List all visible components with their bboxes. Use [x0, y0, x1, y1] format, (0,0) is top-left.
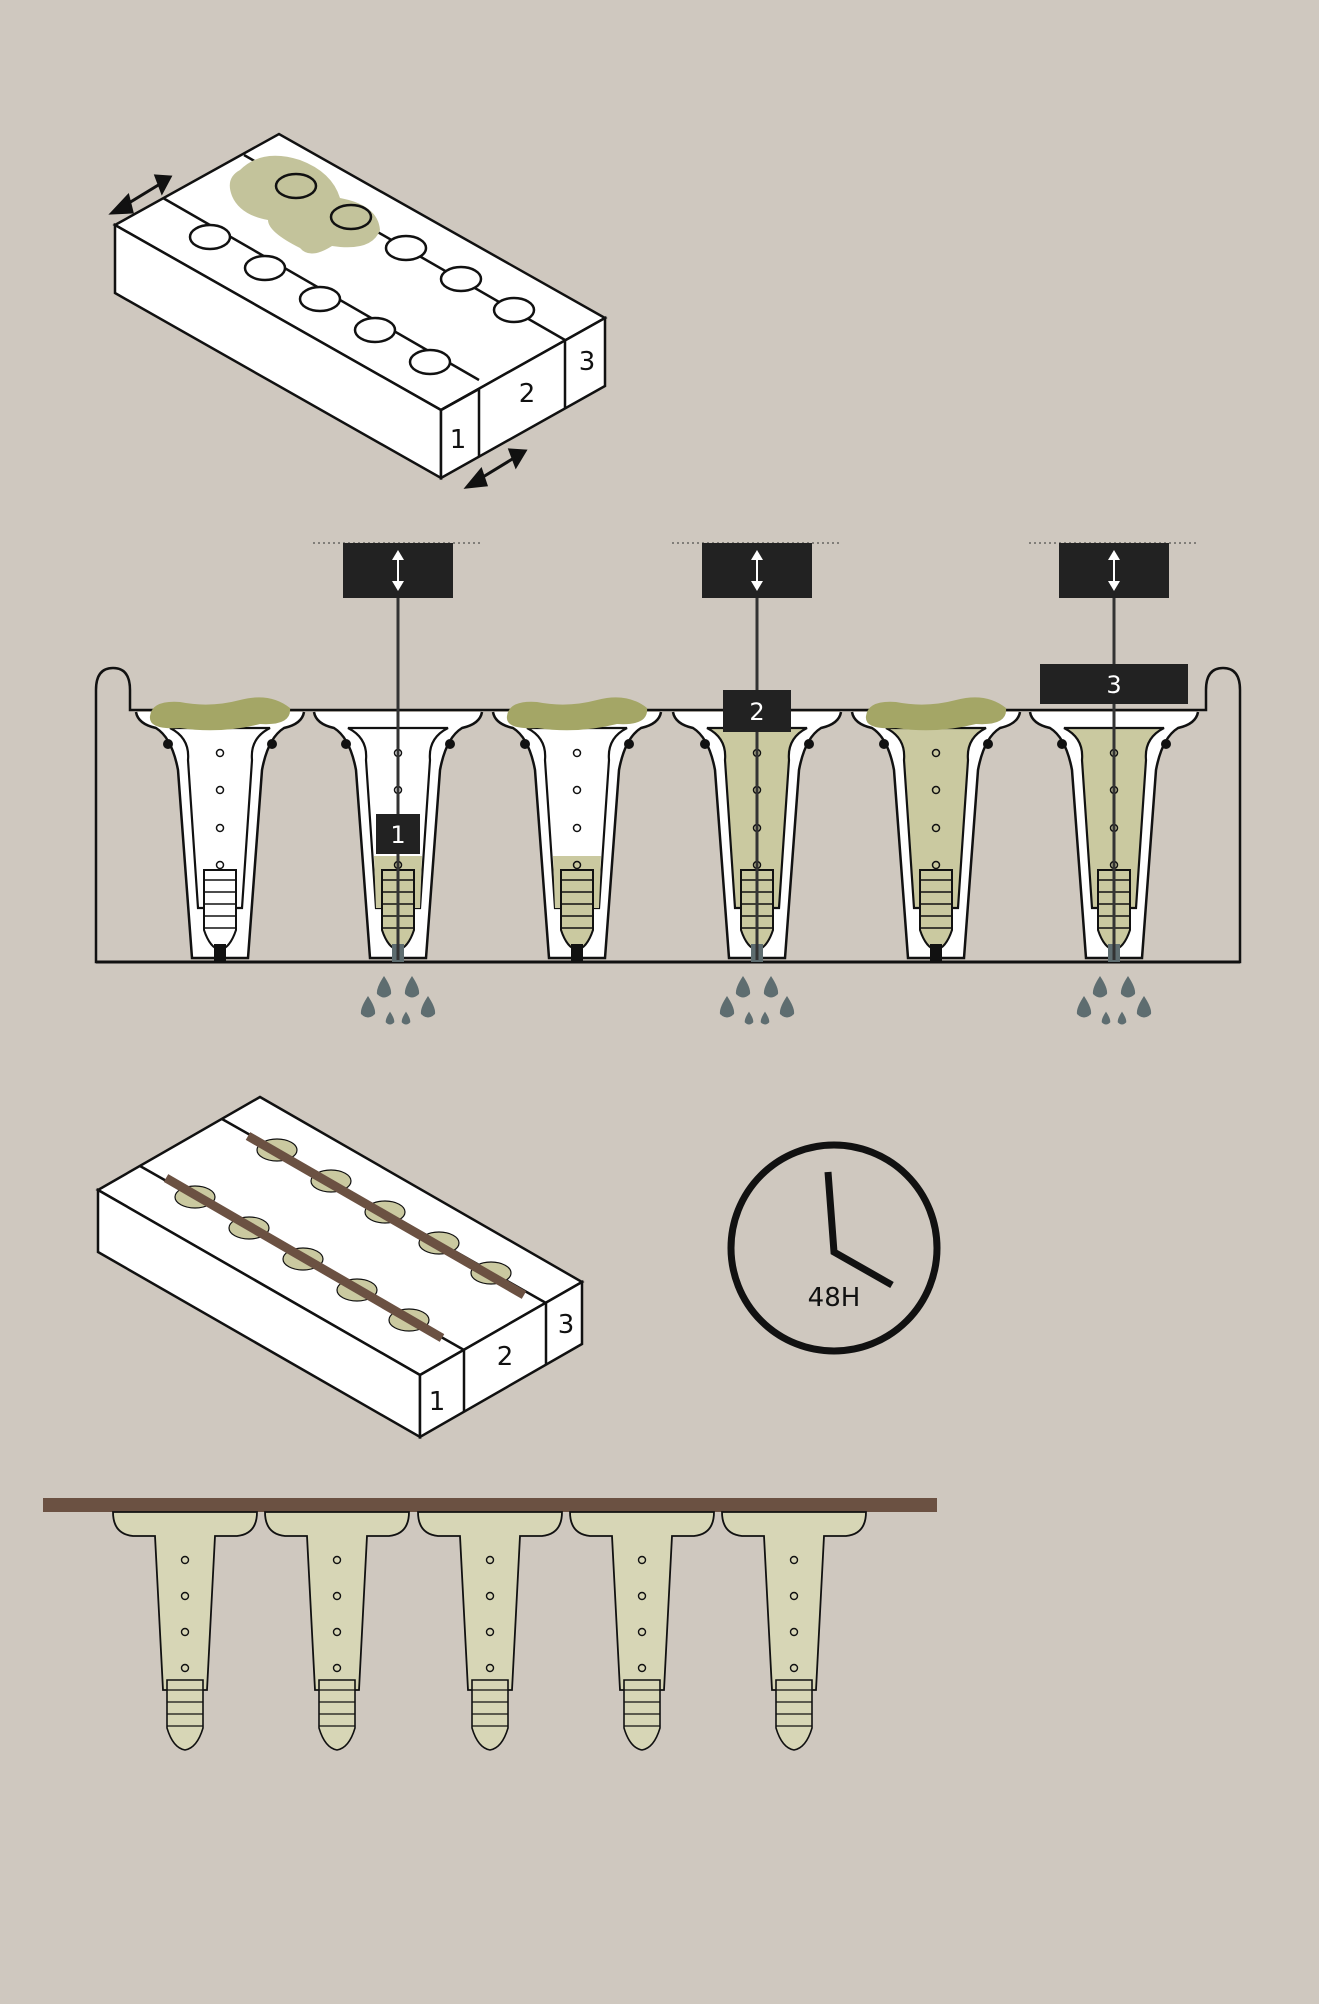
step1-isometric-mold: 1 2 3: [108, 132, 608, 489]
mold-cavity: [491, 697, 663, 962]
water-drop-icon: [1076, 976, 1152, 1025]
mold-end-face: [418, 1279, 584, 1440]
step3-isometric-mold-with-strips: 1 2 3: [95, 1095, 585, 1440]
mold-cavity: [850, 697, 1022, 962]
mold-label-3: 3: [558, 1310, 575, 1340]
water-drop-icon: [719, 976, 795, 1025]
step4-demolded-row: [43, 1498, 937, 1751]
mold-label-1: 1: [429, 1387, 446, 1417]
mold-label-2: 2: [519, 379, 536, 409]
demolded-piece: [569, 1511, 715, 1751]
press-piston: 3: [1029, 542, 1199, 960]
mold-label-2: 2: [497, 1342, 514, 1372]
mold-hole-row-b: [274, 172, 536, 324]
piston-label: 1: [390, 821, 405, 849]
wood-strip: [245, 1132, 527, 1299]
press-piston: 1: [313, 542, 483, 960]
double-arrow-icon: [463, 448, 528, 489]
water-drop-icon: [360, 976, 436, 1025]
clock-label: 48H: [808, 1283, 861, 1313]
mold-label-3: 3: [579, 347, 596, 377]
piston-label: 3: [1106, 671, 1121, 699]
mold-cavity: [134, 697, 306, 962]
demolded-piece: [417, 1511, 563, 1751]
step2-cross-section: 1 2 3: [94, 542, 1242, 1025]
demolded-piece: [264, 1511, 410, 1751]
clock-icon: 48H: [727, 1141, 941, 1355]
mold-label-1: 1: [450, 425, 467, 455]
demolded-piece: [721, 1511, 867, 1751]
piston-label: 2: [749, 698, 764, 726]
press-piston: 2: [672, 542, 842, 960]
mold-top-edge: [440, 387, 480, 412]
double-arrow-icon: [108, 174, 173, 215]
wood-strip: [163, 1174, 445, 1342]
mold-hole-row-a: [188, 223, 452, 376]
wood-strip-side: [43, 1498, 937, 1512]
demolded-piece: [112, 1511, 258, 1751]
